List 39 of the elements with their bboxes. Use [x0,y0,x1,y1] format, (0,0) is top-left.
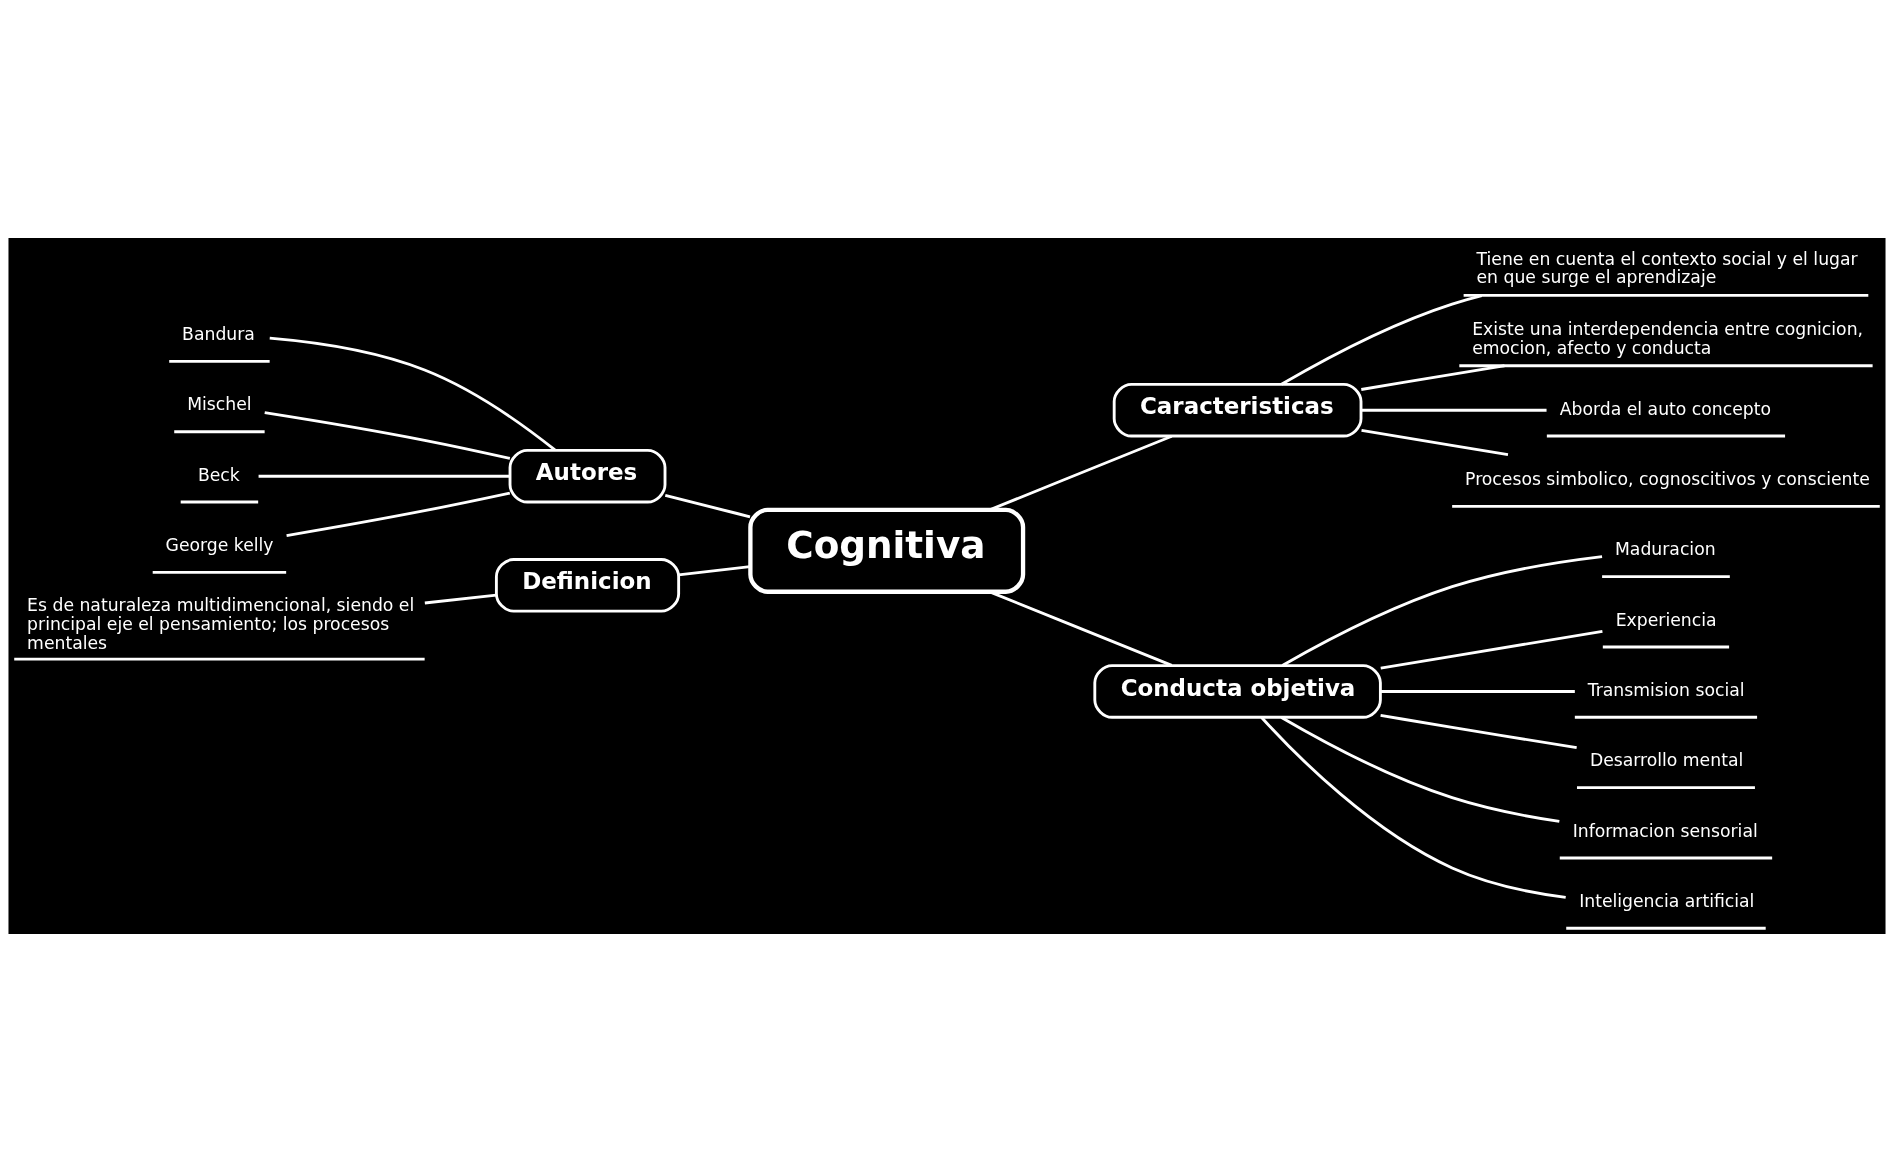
connector [1280,294,1483,386]
node-text: Desarrollo mental [1589,750,1744,771]
node-text: Informacion sensorial [1572,820,1758,841]
node-text: George kelly [165,534,274,555]
connector [678,565,751,577]
node-text: Bandura [182,324,255,345]
node-text: Tiene en cuenta el contexto social y el lugar en que surge el aprendizaje [1476,248,1858,288]
connector [1281,555,1603,667]
connector [1280,716,1560,823]
node-text: Procesos simbolico, cognoscitivos y consciente [1465,468,1870,489]
connector [264,411,511,460]
connector [1361,429,1509,457]
node-box: Caracteristicas [1112,382,1363,438]
connector [989,434,1173,512]
connector [664,494,751,519]
node-text: Beck [197,464,240,485]
node-box: Cognitiva [748,507,1026,594]
connector [286,491,511,537]
node-text: Existe una interdependencia entre cognicion, emocion, afecto y conducta [1472,319,1864,358]
connector [989,590,1173,667]
node-text: Inteligencia artificial [1579,890,1755,911]
node-text: Experiencia [1615,609,1717,630]
node-box: Conducta objetiva [1093,664,1382,719]
node-box: Definicion [494,558,681,613]
node-text: Es de naturaleza multidimencional, siendo el principal eje el pensamiento; los procesos mentales [27,595,415,653]
connector [1361,364,1505,391]
connector [1260,716,1566,899]
connector [1380,630,1603,670]
connector [424,593,497,605]
node-text: Transmision social [1587,679,1745,700]
connector [1361,408,1547,412]
node-text: Maduracion [1615,539,1716,560]
node-text: Aborda el auto concepto [1559,398,1772,419]
connector [269,336,556,452]
connector [1380,690,1575,693]
connector [258,474,510,478]
connector [1380,714,1577,750]
node-text: Mischel [187,394,252,415]
node-box: Autores [508,448,667,504]
